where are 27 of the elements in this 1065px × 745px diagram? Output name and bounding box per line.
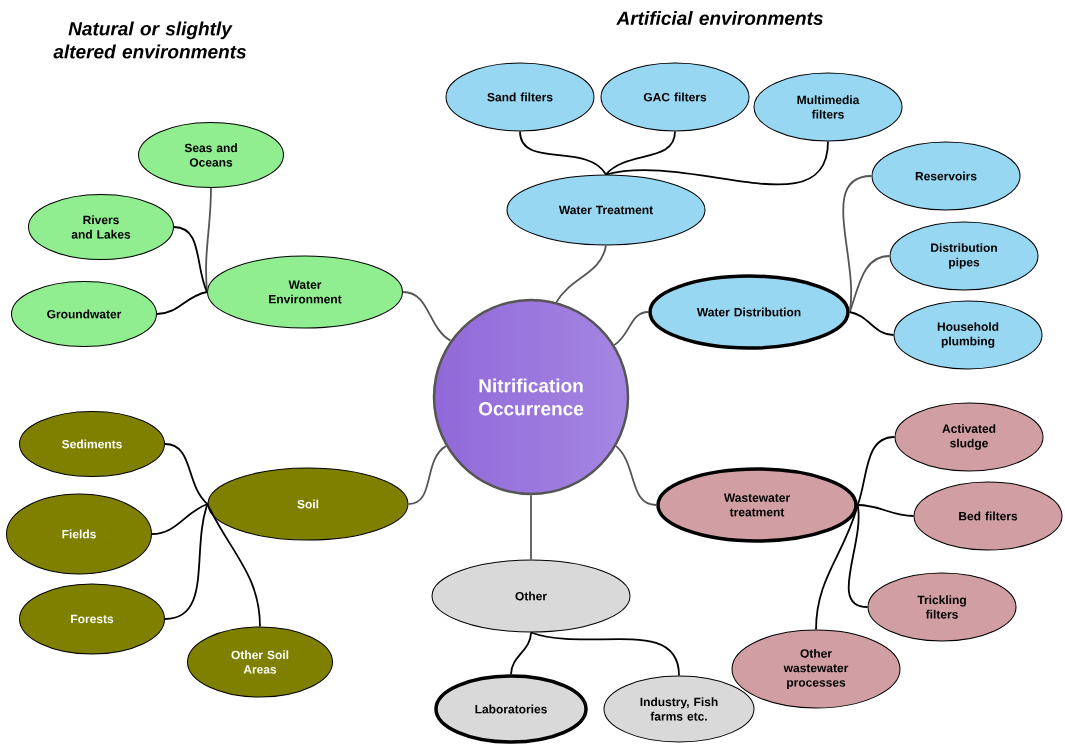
heading: Natural or slightly altered environments <box>53 21 246 59</box>
connector <box>402 291 452 342</box>
connector <box>613 311 650 346</box>
connector <box>605 140 829 186</box>
connector <box>815 504 859 631</box>
connector <box>847 504 869 608</box>
heading: Artificial environments <box>616 11 823 25</box>
connector <box>206 503 261 628</box>
connector <box>519 130 607 176</box>
connector <box>164 443 209 505</box>
connector <box>151 503 209 535</box>
connector <box>848 255 891 313</box>
connector <box>205 187 212 293</box>
connector <box>848 311 895 336</box>
connector <box>856 436 896 506</box>
connector <box>164 503 209 620</box>
connector <box>156 291 208 315</box>
connector <box>530 494 532 561</box>
connector <box>842 175 873 313</box>
connector <box>555 244 607 303</box>
connector <box>615 445 658 506</box>
connector <box>605 130 676 176</box>
connector <box>530 631 680 677</box>
connector <box>173 226 208 293</box>
connector <box>856 504 915 517</box>
connector <box>510 631 532 676</box>
connector <box>407 445 447 505</box>
